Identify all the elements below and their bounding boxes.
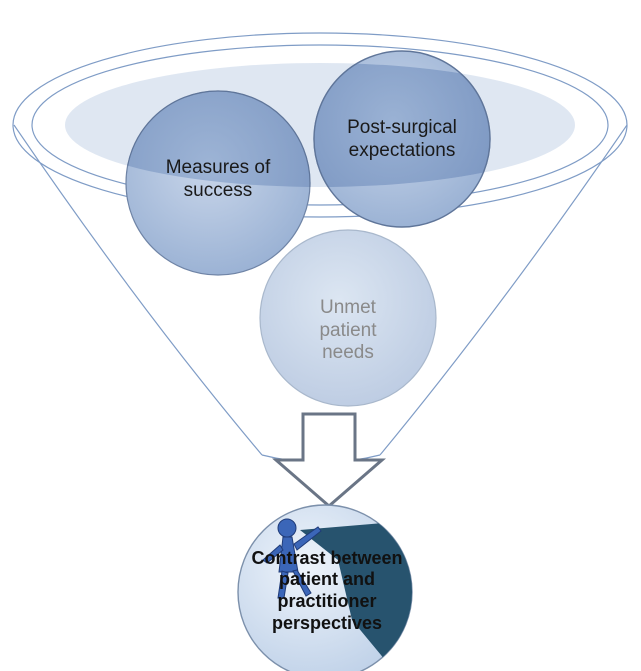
funnel-inner-rim [31, 44, 609, 206]
down-arrow [271, 412, 387, 508]
label-post-surgical-expectations: Post-surgical expectations [347, 117, 457, 161]
label-result-contrast: Contrast between patient and practitione… [251, 547, 403, 633]
dark-wedge [300, 520, 412, 671]
result-disc-art [262, 518, 412, 671]
funnel-outer-rim [12, 32, 628, 218]
funnel-body [13, 124, 628, 456]
stick-figure-icon [262, 518, 322, 599]
label-measures-of-success: Measures of success [165, 157, 271, 201]
bubble-unmet-needs [259, 229, 437, 407]
label-unmet-patient-needs: Unmet patient needs [319, 296, 377, 364]
